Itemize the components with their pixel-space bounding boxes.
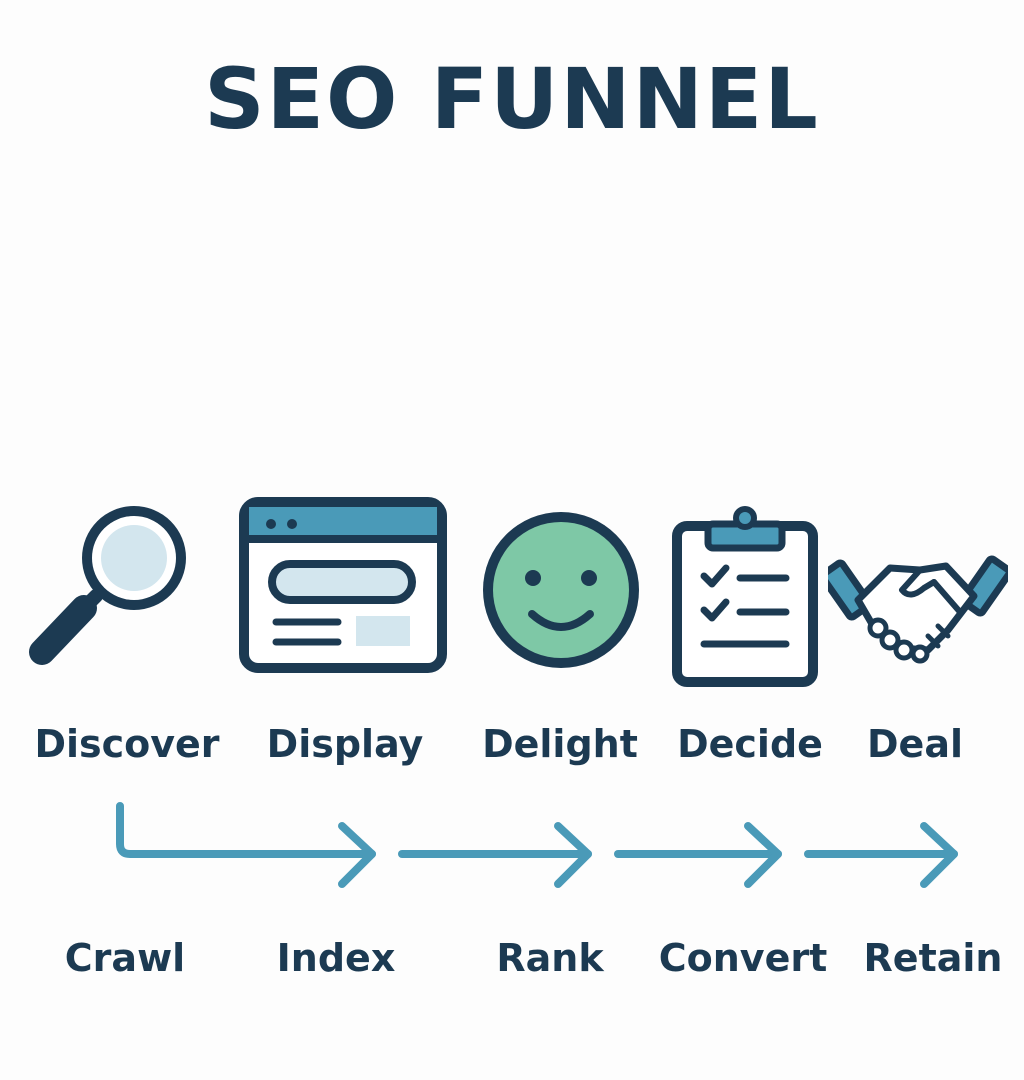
step-label-rank: Rank [496,936,604,980]
stage-label-discover: Discover [34,722,220,766]
funnel-arrows [116,802,958,888]
arrowhead-2 [554,822,592,888]
arrowhead-3 [744,822,782,888]
stage-label-delight: Delight [482,722,638,766]
arrow-crawl-to-index [116,802,376,858]
page-title: SEO FUNNEL [204,50,820,148]
stage-label-deal: Deal [867,722,963,766]
step-label-convert: Convert [658,936,828,980]
stage-label-decide: Decide [677,722,823,766]
step-label-crawl: Crawl [64,936,186,980]
step-label-index: Index [276,936,396,980]
step-label-retain: Retain [863,936,1003,980]
handshake-icon [828,555,1008,664]
smiley-face-icon [483,512,639,668]
browser-window-icon [239,497,447,673]
arrowhead-4 [920,822,958,888]
stage-label-display: Display [266,722,424,766]
clipboard-checklist-icon [672,506,818,687]
arrowhead-1 [338,822,376,888]
magnifier-icon [29,506,186,665]
